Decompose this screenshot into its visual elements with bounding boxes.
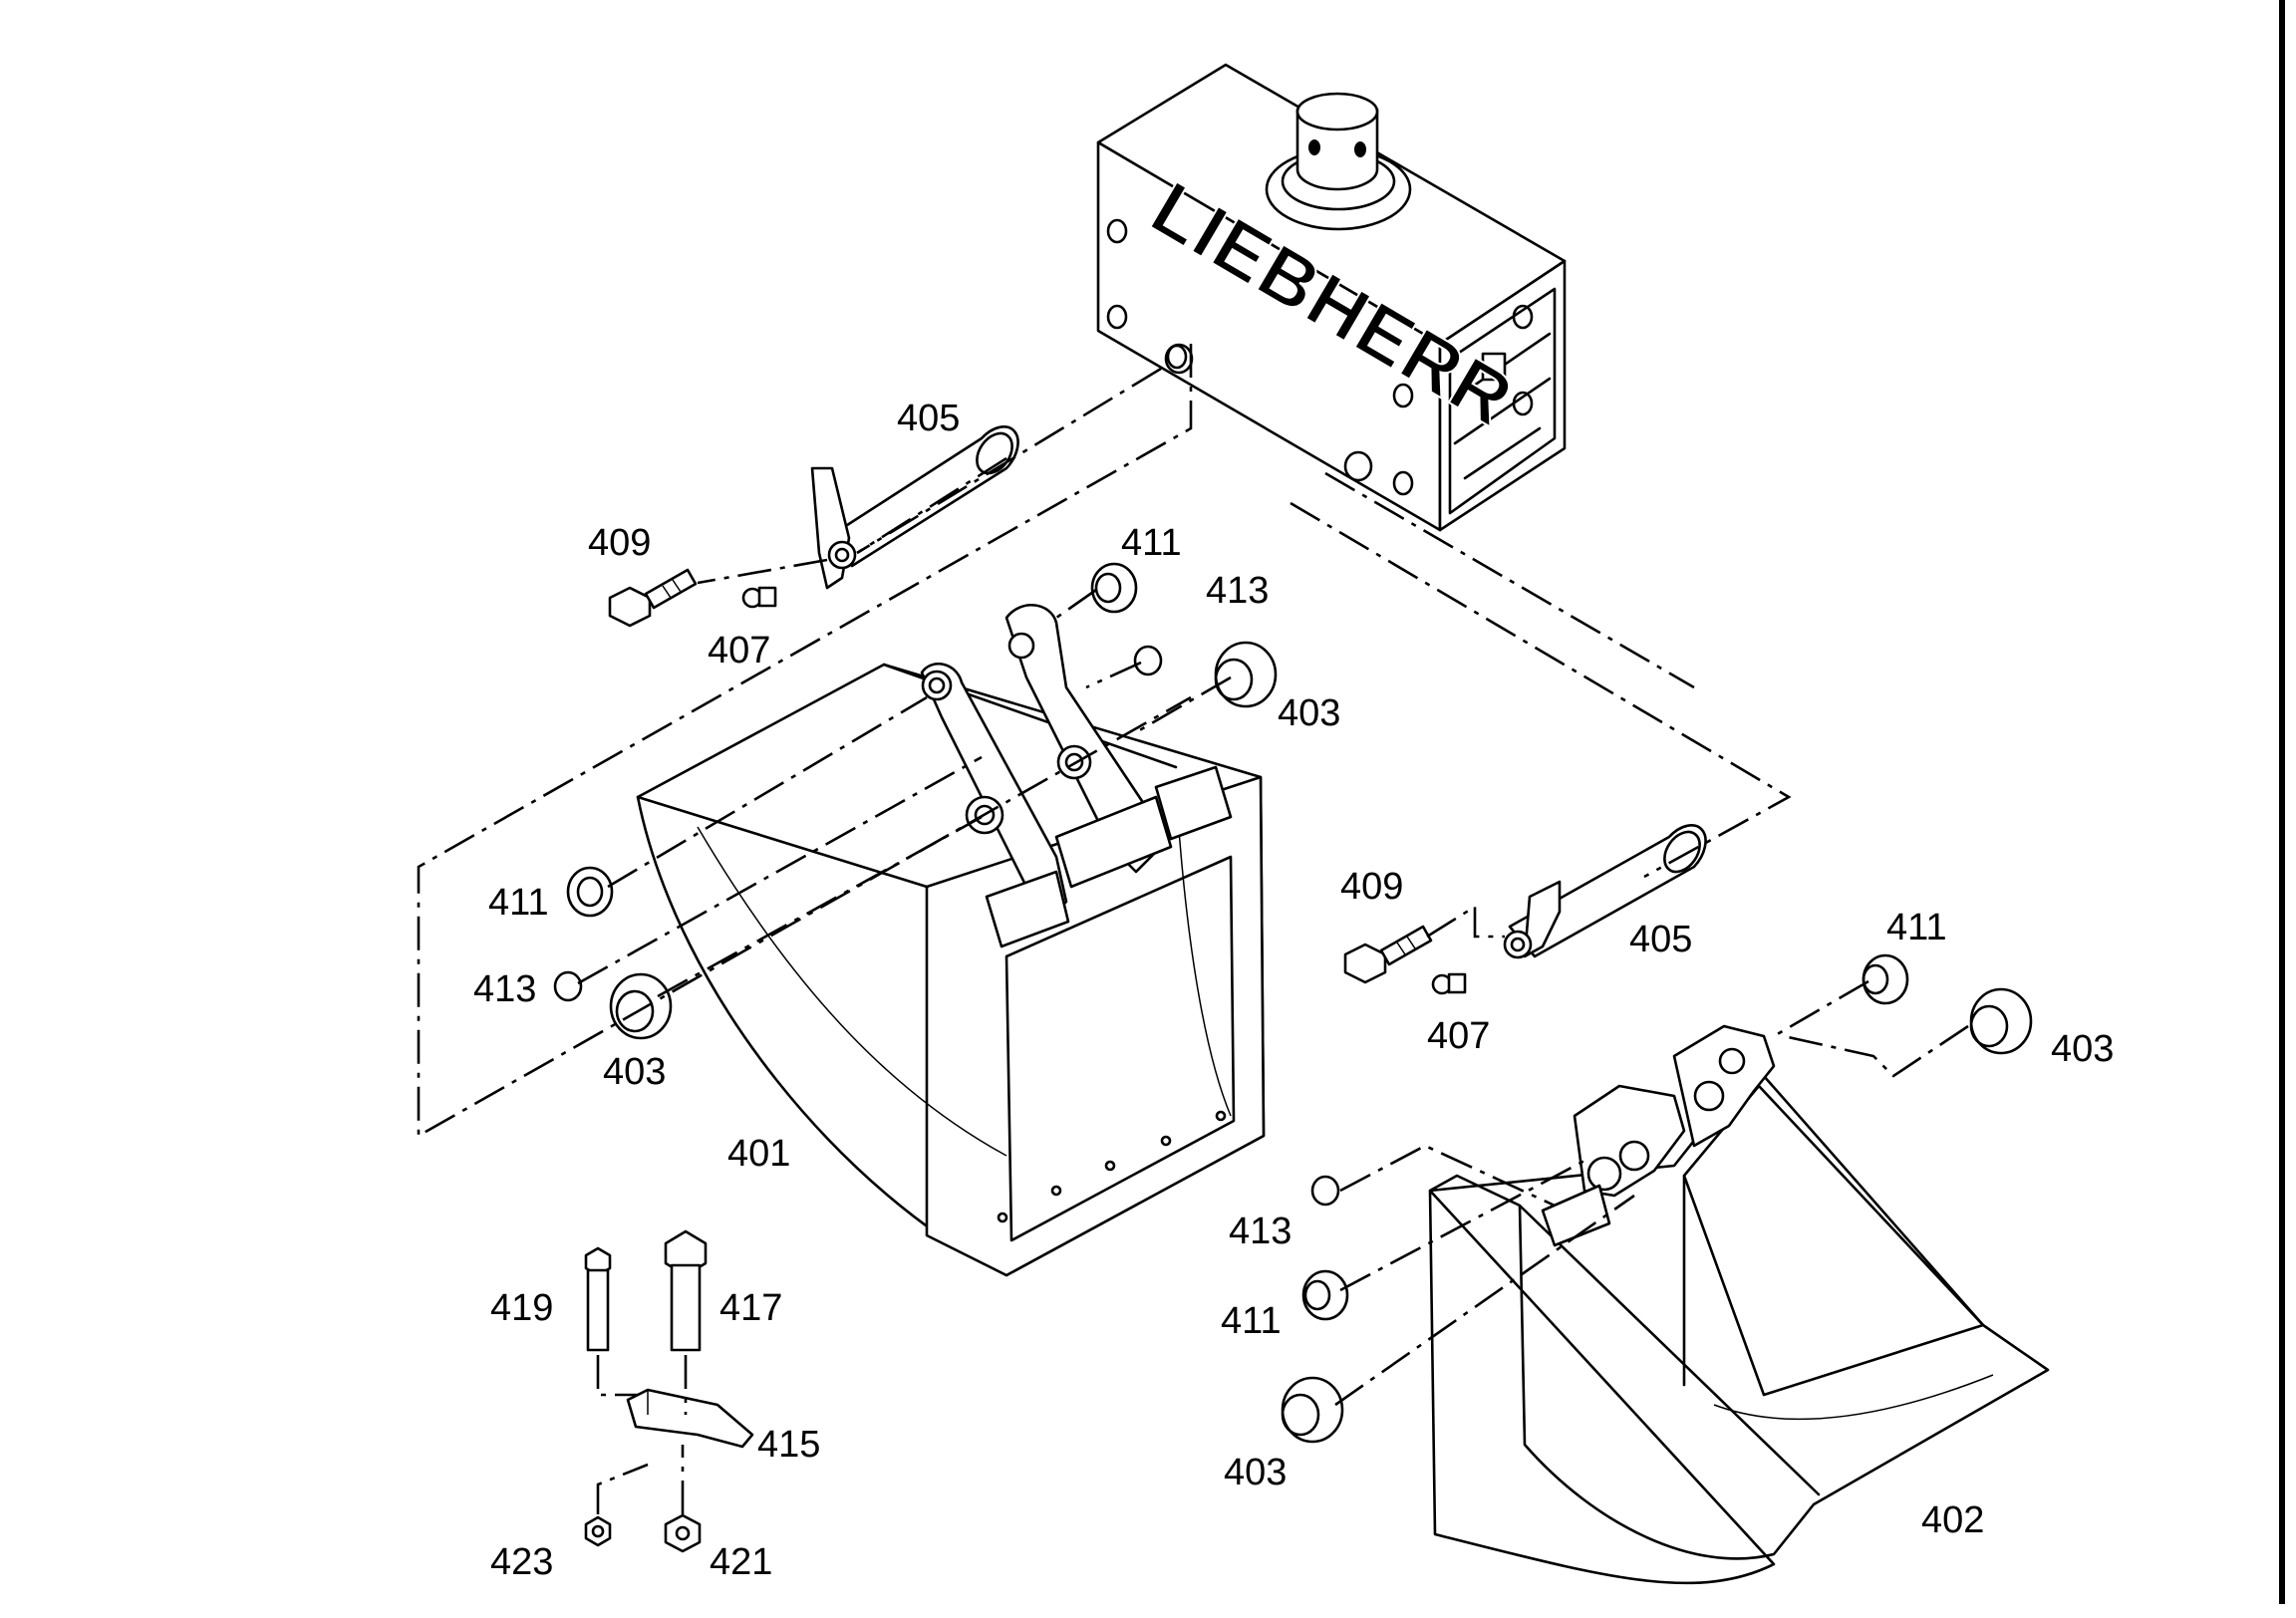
callout-405-lower: 405 xyxy=(1629,919,1692,960)
bushings xyxy=(553,562,2033,1444)
callout-421: 421 xyxy=(710,1541,772,1583)
assembly-leader-lines xyxy=(417,344,1969,1514)
pin-405-upper xyxy=(810,425,1019,590)
callout-417: 417 xyxy=(719,1287,782,1329)
pin-405-lower xyxy=(1503,824,1707,959)
callout-411-right: 411 xyxy=(1886,907,1947,948)
callout-402: 402 xyxy=(1921,1499,1984,1541)
callout-413-upper: 413 xyxy=(1206,570,1269,612)
grease-nipple-407-lower xyxy=(1431,972,1467,995)
callout-405-upper: 405 xyxy=(897,398,960,439)
callout-413-lower: 413 xyxy=(1229,1211,1292,1252)
callout-419: 419 xyxy=(490,1287,553,1329)
bolt-409-upper xyxy=(608,568,698,628)
callout-411-left: 411 xyxy=(488,882,549,924)
callout-401: 401 xyxy=(727,1133,790,1175)
bolt-409-lower xyxy=(1343,925,1433,984)
callout-403-right: 403 xyxy=(2051,1028,2114,1070)
bucket-401 xyxy=(636,603,1266,1277)
callout-411-lower: 411 xyxy=(1221,1300,1282,1342)
callout-413-left: 413 xyxy=(473,968,536,1010)
tooth-assembly xyxy=(584,1229,754,1553)
callout-423: 423 xyxy=(490,1541,553,1583)
callout-415: 415 xyxy=(757,1424,820,1466)
callout-labels: 405 409 407 411 413 403 401 411 413 403 … xyxy=(473,398,2114,1583)
callout-403-left: 403 xyxy=(603,1051,666,1093)
callout-407-upper: 407 xyxy=(708,630,770,672)
callout-409-lower: 409 xyxy=(1340,866,1403,908)
callout-411-upper: 411 xyxy=(1121,522,1182,564)
callout-409-upper: 409 xyxy=(588,522,651,564)
bucket-402 xyxy=(1428,1024,2050,1585)
callout-403-upper: 403 xyxy=(1278,692,1340,734)
grease-nipple-407-upper xyxy=(741,586,777,609)
quick-coupler-housing: LIEBHERR xyxy=(1096,63,1567,532)
callout-403-lower: 403 xyxy=(1224,1452,1287,1493)
callout-407-lower: 407 xyxy=(1427,1015,1490,1057)
